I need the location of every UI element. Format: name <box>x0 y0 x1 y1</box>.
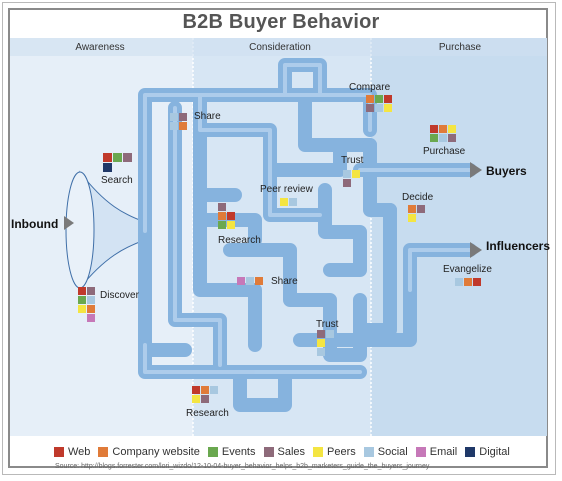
legend-label: Email <box>429 446 458 458</box>
legend-label: Sales <box>277 446 306 458</box>
legend-label: Peers <box>327 446 356 458</box>
legend-label: Digital <box>479 446 510 458</box>
influencers-label: Influencers <box>486 239 551 253</box>
step-label-research: Research <box>218 235 261 246</box>
buyers-label: Buyers <box>486 164 527 178</box>
legend-swatch <box>54 447 64 457</box>
peer-review-channels <box>280 198 297 206</box>
share-channels-2 <box>237 277 263 285</box>
legend-swatch <box>363 447 374 457</box>
column-purchase: Purchase <box>438 42 482 53</box>
share-channels-1 <box>170 113 187 130</box>
step-label-trust-2: Trust <box>316 319 339 330</box>
step-channel-icons <box>78 95 481 403</box>
step-label-compare: Compare <box>349 82 391 93</box>
legend-swatch <box>207 447 218 457</box>
step-label-share: Share <box>194 111 221 122</box>
step-label-research-2: Research <box>186 408 229 419</box>
step-label-search: Search <box>101 175 133 186</box>
legend-item-digital: Digital <box>465 446 510 458</box>
step-label-decide: Decide <box>402 192 434 203</box>
purchase-channels <box>430 125 456 142</box>
legend-swatch <box>313 447 324 457</box>
legend-item-email: Email <box>415 446 458 458</box>
step-label-purchase: Purchase <box>423 146 466 157</box>
column-awareness: Awareness <box>75 42 125 53</box>
legend-label: Web <box>68 446 91 458</box>
step-label-evangelize: Evangelize <box>443 264 492 275</box>
trust-channels-2 <box>317 330 334 356</box>
source-citation: Source: http://blogs.forrester.com/lori_… <box>55 463 430 470</box>
legend-label: Company website <box>112 446 200 458</box>
legend-swatch <box>415 447 426 457</box>
legend-swatch <box>465 447 476 457</box>
channel-legend: Web Company website Events Sales Peers S… <box>54 446 518 458</box>
evangelize-channels <box>455 278 481 286</box>
research-channels-2 <box>192 386 218 403</box>
inbound-label: Inbound <box>11 217 59 231</box>
step-label-discover: Discover <box>100 290 139 301</box>
legend-item-events: Events <box>207 446 256 458</box>
inbound-arrow-icon <box>64 216 74 230</box>
legend-label: Events <box>221 446 256 458</box>
trust-channels-1 <box>343 170 360 187</box>
column-consideration: Consideration <box>249 42 311 53</box>
discover-channels <box>78 287 95 322</box>
purchase-band <box>371 38 547 436</box>
research-channels-1 <box>218 203 235 229</box>
step-label-trust: Trust <box>341 155 364 166</box>
buyers-arrow-icon <box>470 162 482 178</box>
legend-item-sales: Sales <box>263 446 306 458</box>
diagram-title: B2B Buyer Behavior <box>182 11 380 33</box>
decide-channels <box>408 205 425 222</box>
search-channels <box>103 153 132 172</box>
step-label-share-2: Share <box>271 276 298 287</box>
legend-label: Social <box>377 446 408 458</box>
step-label-peer-review: Peer review <box>260 184 313 195</box>
legend-item-company-website: Company website <box>98 446 200 458</box>
legend-item-social: Social <box>363 446 408 458</box>
legend-item-web: Web <box>54 446 90 458</box>
legend-item-peers: Peers <box>313 446 356 458</box>
influencers-arrow-icon <box>470 242 482 258</box>
legend-swatch <box>98 447 109 457</box>
legend-swatch <box>263 447 274 457</box>
compare-channels <box>366 95 392 112</box>
